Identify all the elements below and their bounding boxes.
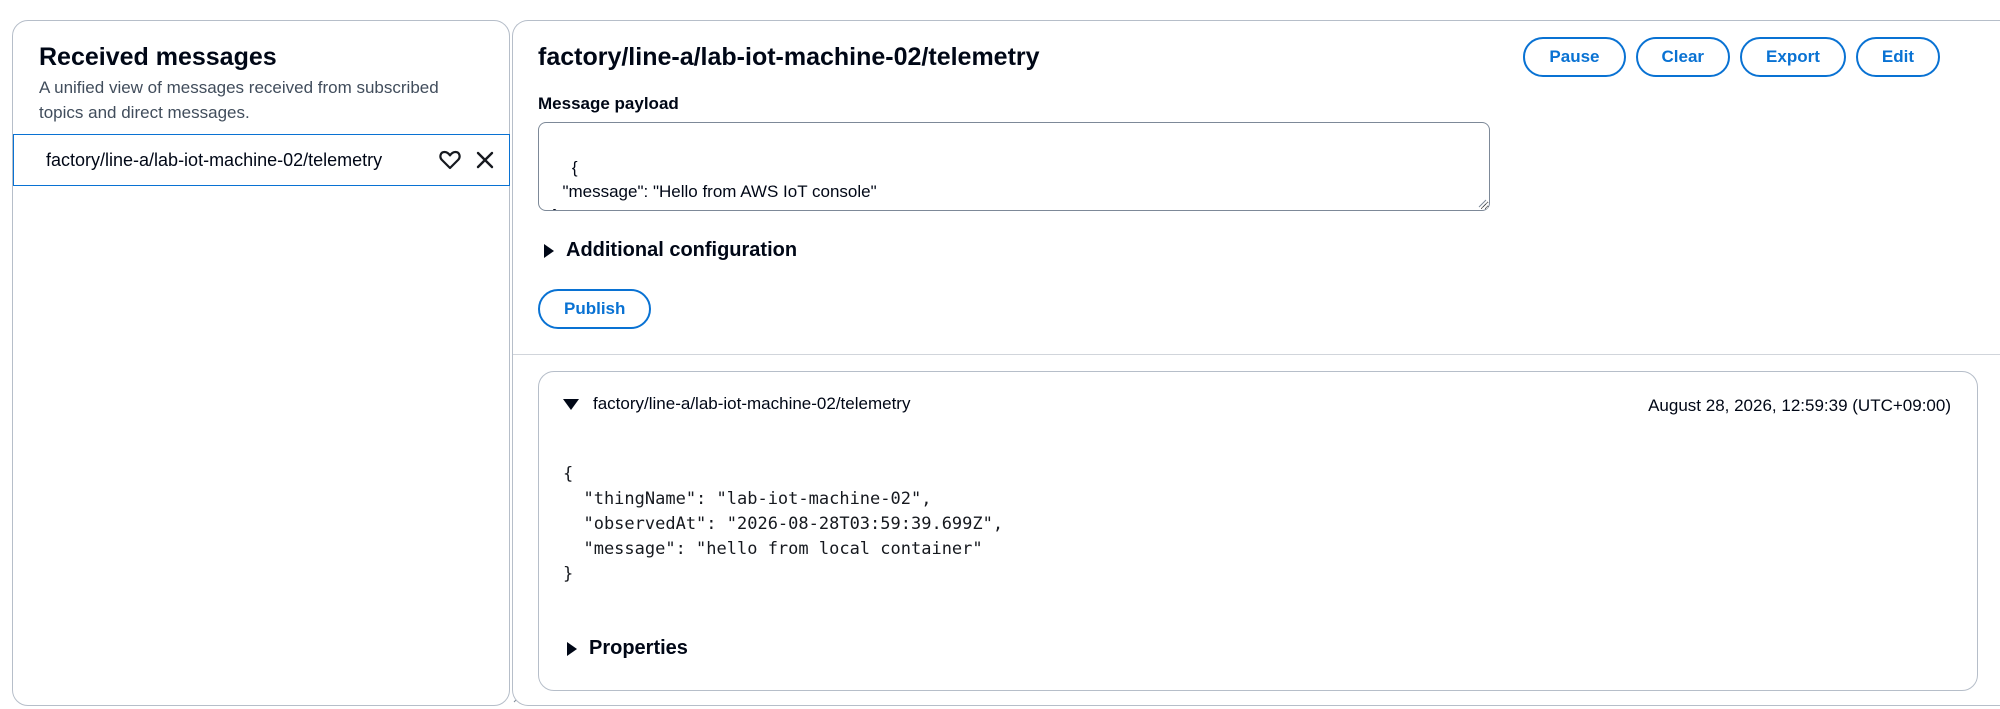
- additional-configuration-toggle[interactable]: Additional configuration: [538, 239, 797, 262]
- divider: [513, 354, 2000, 355]
- pause-button[interactable]: Pause: [1523, 37, 1626, 77]
- properties-label: Properties: [589, 637, 688, 659]
- message-card: factory/line-a/lab-iot-machine-02/teleme…: [538, 371, 1978, 691]
- properties-toggle[interactable]: Properties: [563, 637, 688, 660]
- message-body: { "thingName": "lab-iot-machine-02", "ob…: [563, 464, 1004, 584]
- message-header-toggle[interactable]: factory/line-a/lab-iot-machine-02/teleme…: [563, 394, 910, 414]
- heart-icon[interactable]: [438, 148, 462, 172]
- topic-title: factory/line-a/lab-iot-machine-02/teleme…: [538, 43, 1040, 71]
- additional-configuration-label: Additional configuration: [566, 239, 798, 261]
- publish-button[interactable]: Publish: [538, 289, 652, 329]
- caret-right-icon: [567, 641, 577, 656]
- caret-right-icon: [544, 243, 554, 258]
- topic-detail-panel: factory/line-a/lab-iot-machine-02/teleme…: [512, 20, 2000, 706]
- edit-button[interactable]: Edit: [1855, 37, 1940, 77]
- close-icon[interactable]: [473, 148, 497, 172]
- received-messages-panel: Received messages A unified view of mess…: [12, 20, 523, 706]
- message-topic: factory/line-a/lab-iot-machine-02/teleme…: [593, 394, 911, 413]
- resize-grip-icon[interactable]: [1477, 198, 1487, 208]
- export-button[interactable]: Export: [1740, 37, 1846, 77]
- caret-down-icon: [563, 398, 579, 410]
- message-payload-value: { "message": "Hello from AWS IoT console…: [553, 158, 877, 210]
- message-timestamp: August 28, 2026, 12:59:39 (UTC+09:00): [1648, 396, 1951, 415]
- clear-button[interactable]: Clear: [1635, 37, 1731, 77]
- message-payload-label: Message payload: [538, 94, 679, 113]
- topic-toolbar: Pause Clear Export Edit: [1523, 37, 1940, 77]
- topic-list-item-label: factory/line-a/lab-iot-machine-02/teleme…: [46, 149, 383, 170]
- received-messages-title: Received messages: [39, 43, 277, 71]
- received-messages-description: A unified view of messages received from…: [39, 78, 439, 122]
- message-payload-input[interactable]: { "message": "Hello from AWS IoT console…: [538, 122, 1490, 211]
- topic-list-item[interactable]: factory/line-a/lab-iot-machine-02/teleme…: [13, 134, 510, 186]
